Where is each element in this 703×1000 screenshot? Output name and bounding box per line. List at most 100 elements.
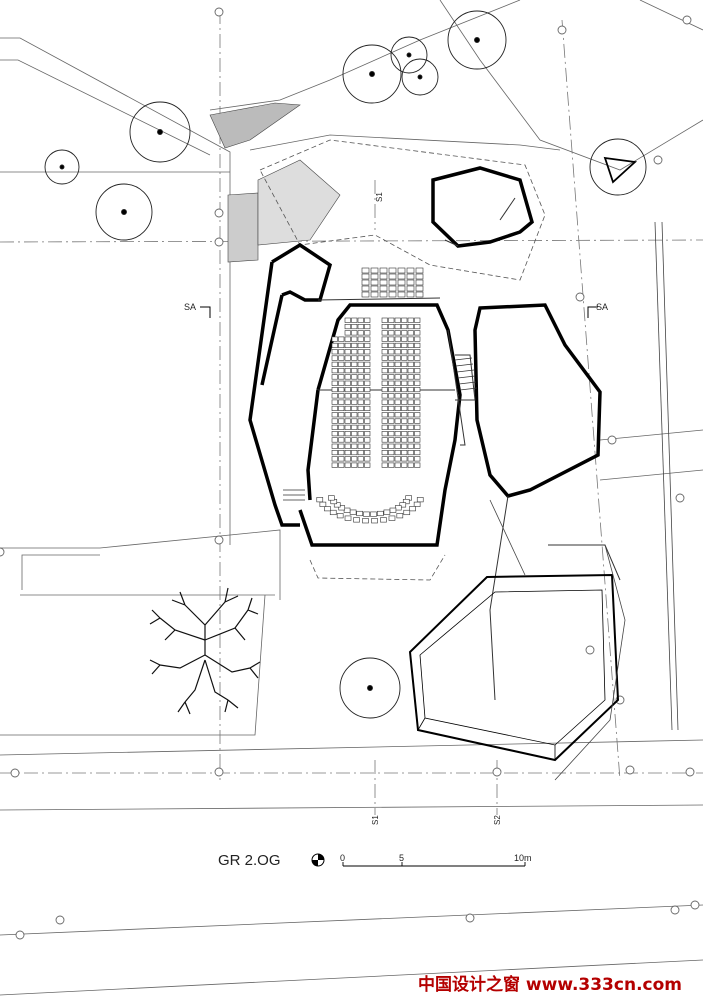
seat (357, 405, 364, 412)
seat (344, 386, 351, 393)
seat (361, 285, 370, 292)
seat (351, 336, 358, 342)
seat (401, 336, 408, 342)
seat (344, 437, 351, 443)
seat (407, 380, 414, 386)
seat (351, 424, 358, 430)
seat (336, 513, 344, 519)
seat (338, 456, 345, 462)
seat (407, 336, 414, 342)
seat (351, 437, 358, 443)
seat (344, 393, 351, 399)
seat (357, 456, 364, 462)
seat (406, 291, 415, 298)
seat (401, 386, 408, 393)
grid-markers (0, 7, 700, 940)
seat (351, 342, 358, 349)
tree-sketch-icon (149, 587, 261, 715)
seat (316, 497, 324, 503)
seat (364, 462, 371, 468)
seat (344, 330, 351, 336)
seat (338, 443, 345, 449)
seat (357, 374, 364, 380)
seat (370, 273, 379, 280)
seat (401, 462, 408, 468)
seat (319, 501, 327, 507)
seat (401, 424, 408, 430)
seat (338, 412, 345, 418)
seat (407, 424, 414, 430)
seat (397, 273, 406, 280)
seat (409, 506, 416, 512)
seat (351, 349, 358, 355)
seat (331, 424, 338, 430)
seat (414, 361, 421, 367)
seat (414, 449, 421, 456)
seat (338, 368, 345, 374)
seat (394, 361, 401, 367)
seat (381, 361, 388, 367)
seat (357, 361, 364, 367)
seat (389, 507, 397, 513)
seat (364, 349, 371, 355)
seat (401, 349, 408, 355)
seat (364, 449, 371, 456)
seat (381, 336, 388, 342)
seat (388, 273, 397, 280)
seat (407, 317, 414, 323)
seat (414, 323, 421, 330)
seat (331, 462, 338, 468)
seat (381, 323, 388, 330)
seat (351, 399, 358, 405)
seat (364, 405, 371, 412)
seat (394, 456, 401, 462)
seat (401, 361, 408, 367)
seat (407, 456, 414, 462)
seat (351, 393, 358, 399)
seat (407, 437, 414, 443)
seat (407, 418, 414, 424)
seat (364, 443, 371, 449)
seat (401, 355, 408, 361)
seat (357, 368, 364, 374)
seat (331, 443, 338, 449)
seat (357, 449, 364, 456)
seat (364, 355, 371, 361)
seat (381, 368, 388, 374)
seat (388, 399, 395, 405)
seat (344, 431, 351, 437)
seat (357, 349, 364, 355)
seat (351, 418, 358, 424)
seat (349, 509, 357, 515)
seat (388, 515, 396, 521)
seat (414, 330, 421, 336)
section-label-s1-bottom: S1 (371, 815, 380, 825)
seat (361, 279, 370, 286)
seat (401, 342, 408, 349)
seat (406, 273, 415, 280)
seat (388, 317, 395, 323)
seat (344, 399, 351, 405)
seat (370, 285, 379, 292)
seat (351, 405, 358, 412)
seat (394, 380, 401, 386)
seat (394, 443, 401, 449)
seat (394, 355, 401, 361)
seat (357, 317, 364, 323)
seat (414, 380, 421, 386)
seat (381, 317, 388, 323)
seat (331, 418, 338, 424)
seat (388, 267, 397, 274)
pavilion (408, 573, 620, 762)
seat (364, 399, 371, 405)
seat (338, 361, 345, 367)
seat (331, 355, 338, 361)
seat (338, 336, 345, 342)
seat (414, 412, 421, 418)
seat (381, 424, 388, 430)
seat (401, 412, 408, 418)
seat (401, 368, 408, 374)
seat (338, 431, 345, 437)
seat (331, 386, 338, 393)
seat (331, 399, 338, 405)
